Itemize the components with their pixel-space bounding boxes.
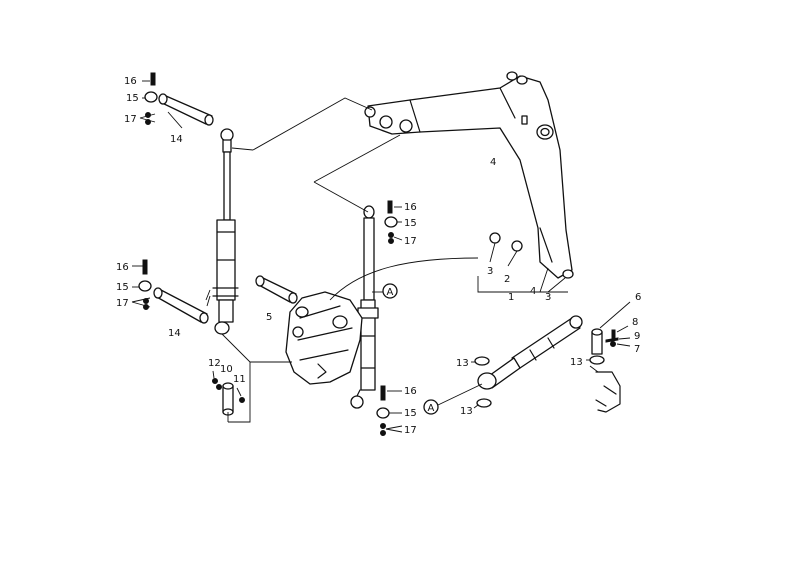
washer-13-left-lower xyxy=(473,398,492,409)
boom-cylinder-left xyxy=(205,128,239,335)
pin-5 xyxy=(255,275,298,304)
label-13-left-lower: 13 xyxy=(460,406,473,417)
label-17-center-top: 17 xyxy=(404,236,417,247)
washer-13-left-upper xyxy=(471,356,490,366)
label-12: 12 xyxy=(208,358,221,369)
boom xyxy=(364,71,574,279)
boom-foot-pins xyxy=(477,232,568,293)
label-11: 11 xyxy=(233,374,246,385)
label-7: 7 xyxy=(634,344,640,355)
frame-fragment xyxy=(589,365,621,413)
label-17-lower-left: 17 xyxy=(116,298,129,309)
label-13-right: 13 xyxy=(570,357,583,368)
reference-a-upper: A xyxy=(382,283,398,299)
label-15-center-bottom: 15 xyxy=(404,408,417,419)
label-16-center-bottom: 16 xyxy=(404,386,417,397)
pin-6 xyxy=(591,301,631,355)
label-4-foot: 4 xyxy=(530,286,536,297)
part-labels: 16 15 17 14 16 15 17 14 5 12 10 11 16 15… xyxy=(116,76,641,436)
pin-14-upper xyxy=(158,93,214,126)
label-16-lower-left: 16 xyxy=(116,262,129,273)
label-2: 2 xyxy=(504,274,510,285)
label-9: 9 xyxy=(634,331,640,342)
label-3-left: 3 xyxy=(487,266,493,277)
label-14-upper: 14 xyxy=(170,134,183,145)
label-17-center-bottom: 17 xyxy=(404,425,417,436)
swing-cylinder-right xyxy=(477,315,583,390)
label-10: 10 xyxy=(220,364,233,375)
reference-a-lower: A xyxy=(423,399,439,415)
label-13-left-upper: 13 xyxy=(456,358,469,369)
hardware-center-top xyxy=(384,200,403,244)
label-16-upper-left: 16 xyxy=(124,76,137,87)
label-15-lower-left: 15 xyxy=(116,282,129,293)
swing-bracket xyxy=(285,291,363,385)
connection-lines xyxy=(221,97,483,423)
hardware-lower-left xyxy=(131,259,152,310)
hardware-upper-left xyxy=(139,72,183,129)
label-16-center-top: 16 xyxy=(404,202,417,213)
label-3-right: 3 xyxy=(545,292,551,303)
label-15-center-top: 15 xyxy=(404,218,417,229)
hardware-center-bottom xyxy=(376,385,403,436)
label-14-lower: 14 xyxy=(168,328,181,339)
pin-10 xyxy=(212,370,245,416)
label-5: 5 xyxy=(266,312,272,323)
washer-13-right xyxy=(586,355,605,365)
reference-a-upper-label: A xyxy=(387,287,394,298)
label-1: 1 xyxy=(508,292,514,303)
reference-a-lower-label: A xyxy=(428,403,435,414)
pin-14-lower xyxy=(153,287,209,324)
label-4-boom: 4 xyxy=(490,157,496,168)
label-15-upper-left: 15 xyxy=(126,93,139,104)
label-6: 6 xyxy=(635,292,641,303)
label-17-upper-left: 17 xyxy=(124,114,137,125)
label-8: 8 xyxy=(632,317,638,328)
